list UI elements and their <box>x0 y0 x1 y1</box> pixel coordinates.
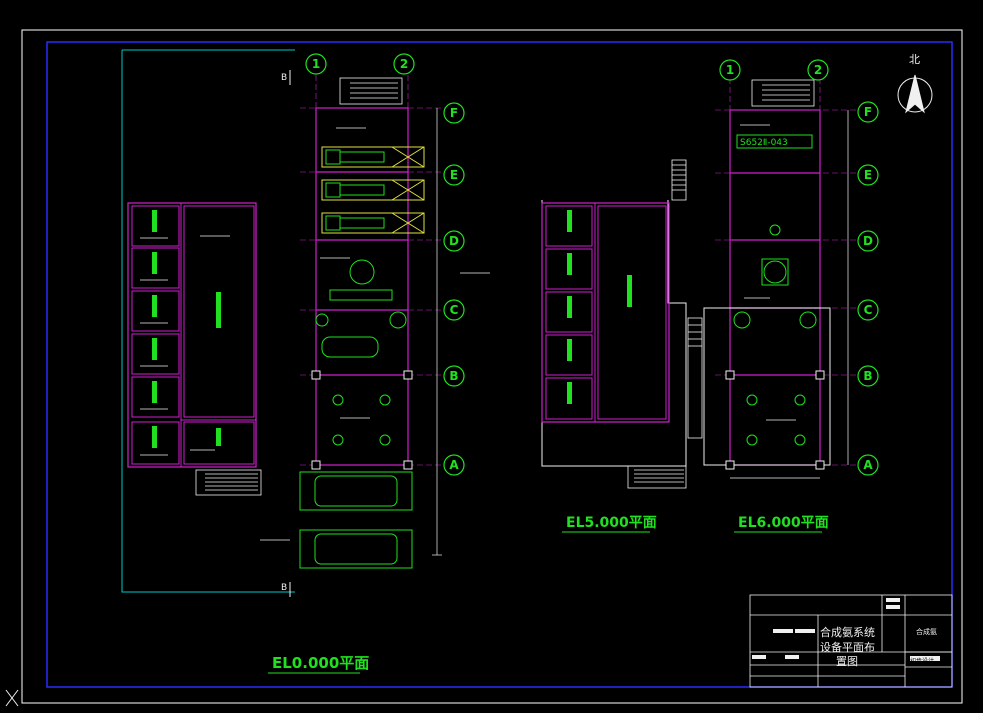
title-block-drawing-title-line3: 置图 <box>836 655 858 668</box>
el0-axis-row-a: A <box>449 458 459 472</box>
el0-axis-row-e: E <box>450 168 458 182</box>
el0-axis-col-1: 1 <box>312 57 320 71</box>
el6-plan-title: EL6.000平面 <box>738 515 829 531</box>
title-block-fills <box>752 598 940 661</box>
el0-room-block <box>127 202 257 468</box>
el5-outline <box>541 200 687 467</box>
el0-plan-title: EL0.000平面 <box>272 654 369 672</box>
el0-stairs <box>195 469 262 496</box>
el6-annotations <box>730 110 849 479</box>
el0-axis-row-f: F <box>450 106 458 120</box>
el6-grid <box>729 109 821 466</box>
el6-axis-row-f: F <box>864 105 872 119</box>
north-arrow-icon <box>897 74 933 114</box>
el6-plan: S652Ⅱ-043 <box>703 78 856 479</box>
el6-axis-row-a: A <box>863 458 873 472</box>
title-block-project: 合成氨 <box>916 627 937 636</box>
el6-columns <box>725 370 825 470</box>
el6-tag-box <box>736 134 813 149</box>
el0-axis-col-2: 2 <box>400 57 408 71</box>
el0-axis-row-b: B <box>449 369 458 383</box>
el0-vessels <box>299 259 413 569</box>
el0-annotations <box>260 108 490 556</box>
el6-equipment <box>733 224 817 446</box>
el0-top-stair <box>339 77 403 105</box>
axis-bubbles <box>305 53 879 476</box>
el6-axis-row-c: C <box>864 303 873 317</box>
el5-small-rooms <box>545 205 667 420</box>
title-block-drawing-title-line1: 合成氨系统 <box>820 625 875 639</box>
north-label: 北 <box>909 53 920 66</box>
el6-axis-col-1: 1 <box>726 63 734 77</box>
el0-boundary-line <box>121 50 295 593</box>
el6-top-stair <box>751 79 815 107</box>
el6-axis-row-e: E <box>864 168 872 182</box>
el5-stairs <box>627 159 703 489</box>
el6-building-outline <box>703 307 831 466</box>
plan-titles: EL0.000平面 EL5.000平面 EL6.000平面 <box>268 515 829 674</box>
el0-room-labels <box>152 210 221 448</box>
title-block <box>749 594 953 688</box>
el5-plan <box>541 159 703 489</box>
section-mark-labels: B B <box>281 73 287 593</box>
sheet-outer-border <box>21 29 963 704</box>
section-mark-bottom: B <box>281 583 287 593</box>
el0-compressor-units <box>321 146 425 234</box>
el0-axis-row-d: D <box>449 234 459 248</box>
drawing-frame <box>46 41 953 688</box>
el0-room-tags <box>140 235 230 456</box>
axis-bubble-labels: 1 2 1 2 F E D C B A F E D C B A <box>312 57 874 472</box>
el5-plan-title: EL5.000平面 <box>566 515 657 531</box>
section-mark-top: B <box>281 73 287 83</box>
el6-axis-row-d: D <box>863 234 873 248</box>
el6-axis-lines <box>715 78 856 470</box>
el0-small-rooms <box>131 205 255 465</box>
title-block-stage: 初步设计 <box>910 657 934 665</box>
el0-columns <box>311 370 413 470</box>
ucs-icon <box>5 689 19 707</box>
el0-axis-row-c: C <box>450 303 459 317</box>
el6-axis-row-b: B <box>863 369 872 383</box>
el6-axis-col-2: 2 <box>814 63 822 77</box>
el5-room-labels <box>567 210 632 404</box>
el0-plan <box>121 49 490 597</box>
el0-axis-lines <box>300 75 445 470</box>
el6-tag-label: S652Ⅱ-043 <box>740 138 788 148</box>
title-block-drawing-title-line2: 设备平面布 <box>820 640 875 654</box>
el5-room-block <box>541 202 670 423</box>
